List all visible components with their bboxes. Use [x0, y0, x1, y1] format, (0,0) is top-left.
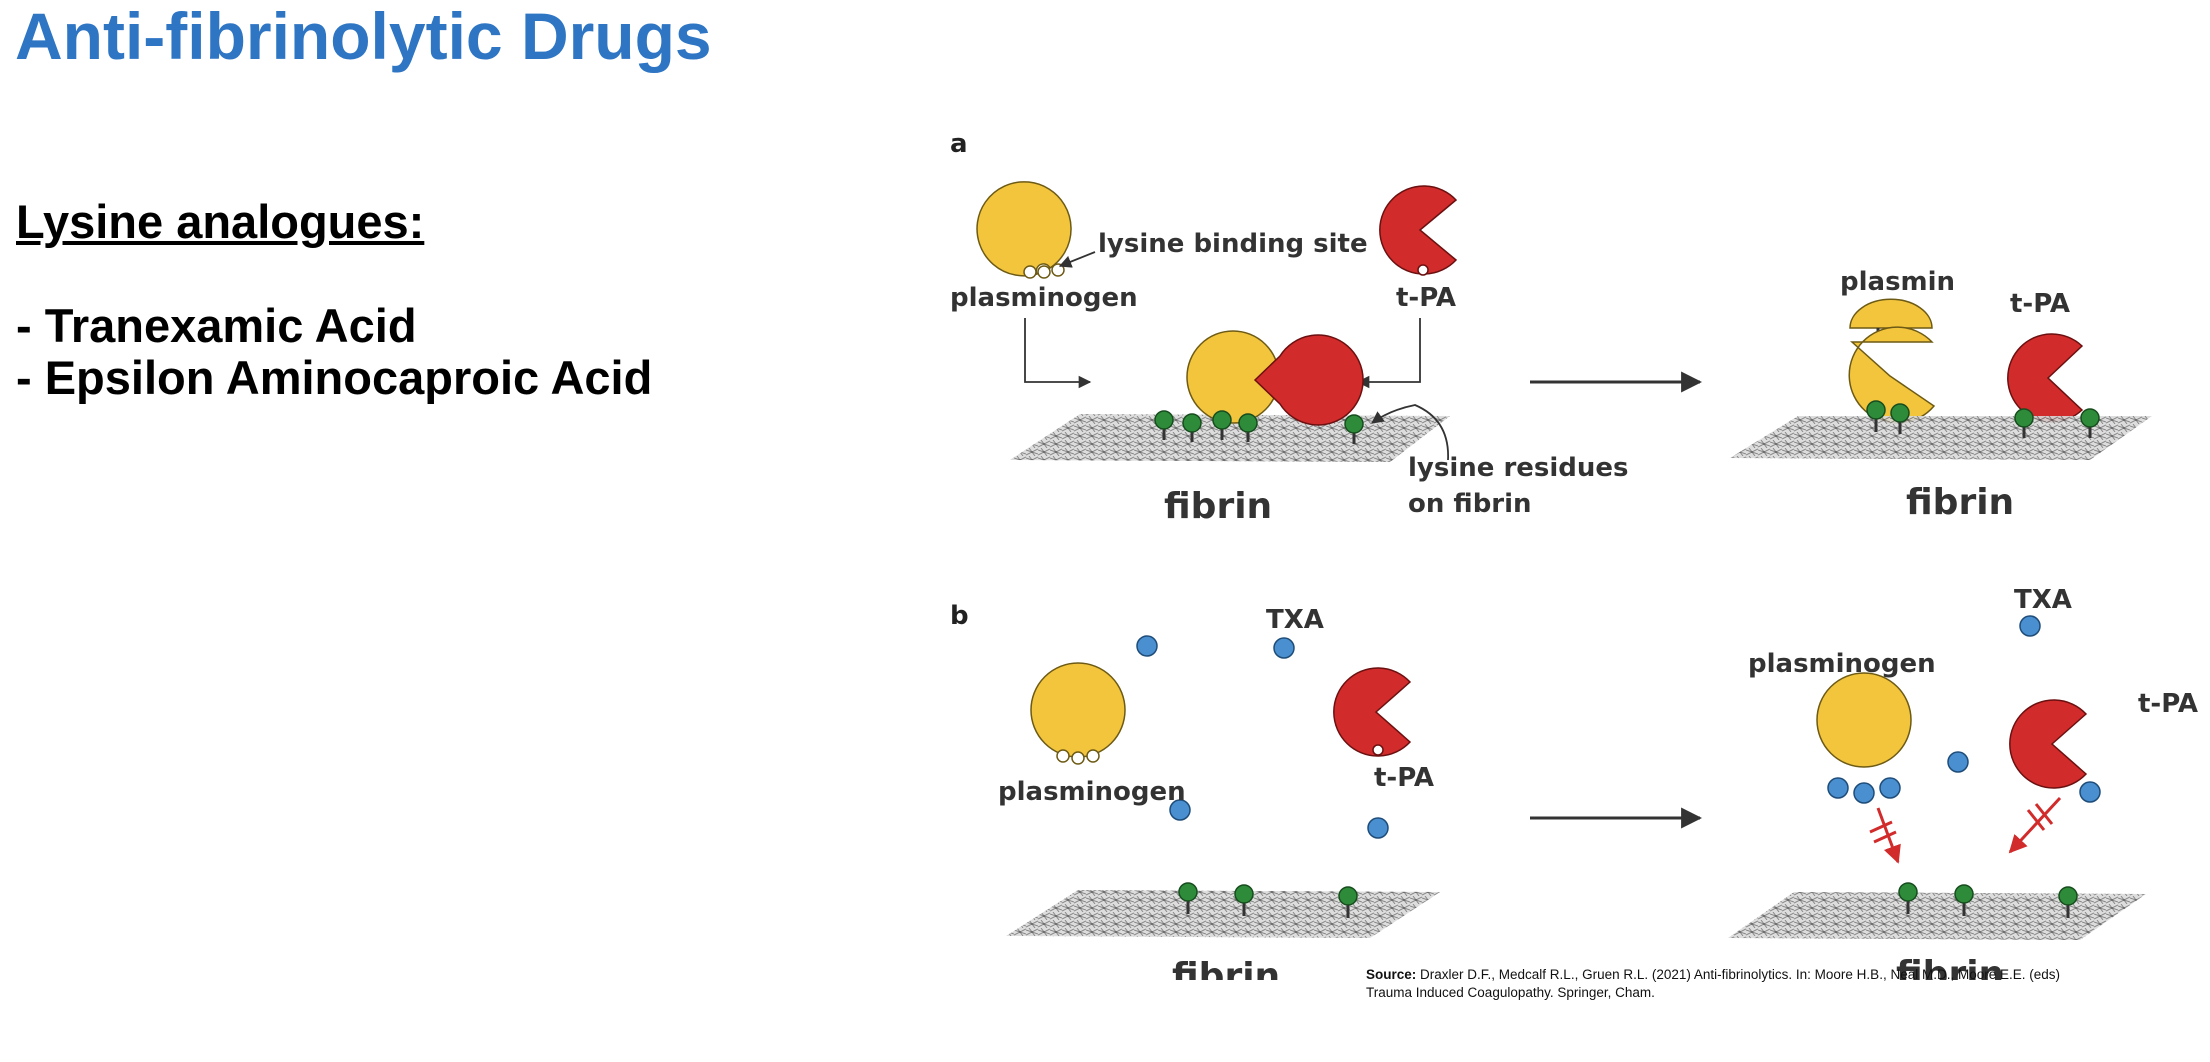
tpa-binding-notch-b: [1372, 744, 1384, 756]
lysine-residues-a-right: [1866, 400, 2100, 438]
txa-molecules-b-left: [1136, 635, 1389, 839]
tpa-label-a: t-PA: [1396, 283, 1456, 313]
tpa-label-a-right: t-PA: [2010, 289, 2070, 319]
plasmin-shape: [1848, 298, 1936, 424]
plasminogen-to-fibrin-arrow: [1024, 318, 1092, 389]
tpa-label-b-left: t-PA: [1374, 763, 1434, 793]
fibrin-label-a-left: fibrin: [1164, 486, 1272, 527]
txa-label-b-left: TXA: [1266, 605, 1324, 635]
plasminogen-shape-b-left: [1030, 662, 1126, 765]
lysine-residues-label-line1: lysine residues: [1408, 453, 1629, 483]
source-label: Source:: [1366, 967, 1417, 982]
plasminogen-shape-a-topleft: [976, 181, 1072, 279]
plasmin-label: plasmin: [1840, 267, 1955, 297]
source-citation: Source: Draxler D.F., Medcalf R.L., Grue…: [1366, 966, 2066, 1002]
plasminogen-label-a: plasminogen: [950, 283, 1138, 313]
bullet-tranexamic-acid: - Tranexamic Acid: [16, 299, 417, 352]
fibrin-mesh-a-left: [1010, 414, 1450, 462]
txa-molecules-b-right: [1947, 615, 2041, 773]
fibrin-label-a-right: fibrin: [1906, 482, 2014, 523]
plasminogen-label-b-left: plasminogen: [998, 777, 1186, 807]
blocked-binding-arrows: [1869, 796, 2062, 864]
lysine-residues-label-line2: on fibrin: [1408, 489, 1532, 519]
slide-title: Anti-fibrinolytic Drugs: [15, 0, 712, 73]
tpa-shape-a-right: [2007, 333, 2084, 423]
lysine-analogues-heading: Lysine analogues:: [16, 195, 425, 248]
lysine-residues-pointer-arrow: [1370, 404, 1449, 461]
plasminogen-txa-bound-shape: [1816, 672, 1912, 804]
fibrin-mesh-b-left: [1006, 890, 1440, 938]
fibrin-label-b-right: fibrin: [1896, 954, 2004, 980]
panel-a-label: a: [950, 129, 968, 159]
tpa-shape-b-left: [1333, 667, 1412, 757]
tpa-to-fibrin-arrow: [1356, 318, 1421, 389]
tpa-binding-notch: [1417, 264, 1429, 276]
lysine-residues-a-left: [1154, 410, 1364, 444]
fibrin-mesh-b-right: [1728, 892, 2146, 940]
antifibrinolytic-mechanism-figure: a plasminogen lysine binding site t-PA l…: [950, 129, 2198, 980]
lysine-binding-site-label: lysine binding site: [1098, 229, 1368, 259]
tpa-txa-bound-shape: [2009, 699, 2101, 803]
lysine-residues-b-left: [1178, 882, 1358, 918]
plasminogen-tpa-complex: [1186, 330, 1364, 426]
lysine-residues-b-right: [1898, 882, 2078, 918]
source-text: Draxler D.F., Medcalf R.L., Gruen R.L. (…: [1366, 967, 2060, 1000]
tpa-label-b-right: t-PA: [2138, 689, 2198, 719]
txa-label-b-right: TXA: [2014, 585, 2072, 615]
fibrin-mesh-a-right: [1730, 416, 2152, 460]
fibrin-label-b-left: fibrin: [1172, 956, 1280, 980]
panel-b-label: b: [950, 601, 969, 631]
plasminogen-label-b-right: plasminogen: [1748, 649, 1936, 679]
bullet-epsilon-aminocaproic-acid: - Epsilon Aminocaproic Acid: [16, 351, 653, 404]
tpa-shape-a-top: [1379, 185, 1458, 275]
binding-site-pointer-arrow: [1058, 251, 1096, 268]
